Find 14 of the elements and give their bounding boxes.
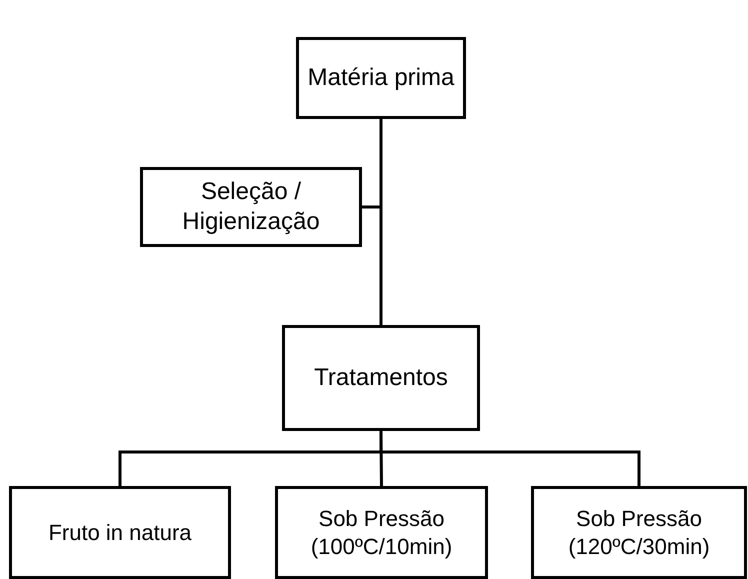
box-label: Fruto in natura xyxy=(48,518,192,546)
box-label: Sob Pressão (100ºC/10min) xyxy=(310,505,454,560)
process-box xyxy=(296,37,466,119)
box-label: Seleção / Higienização xyxy=(181,177,321,237)
process-box xyxy=(9,486,231,579)
box-label: Sob Pressão (120ºC/30min) xyxy=(567,505,711,560)
process-box xyxy=(531,486,747,579)
process-box xyxy=(140,167,362,247)
process-box xyxy=(275,486,488,579)
connector-line xyxy=(362,206,382,325)
process-box xyxy=(282,325,480,431)
box-label: Tratamentos xyxy=(314,363,448,393)
box-label: Matéria prima xyxy=(308,63,454,93)
connector-line xyxy=(380,431,640,486)
